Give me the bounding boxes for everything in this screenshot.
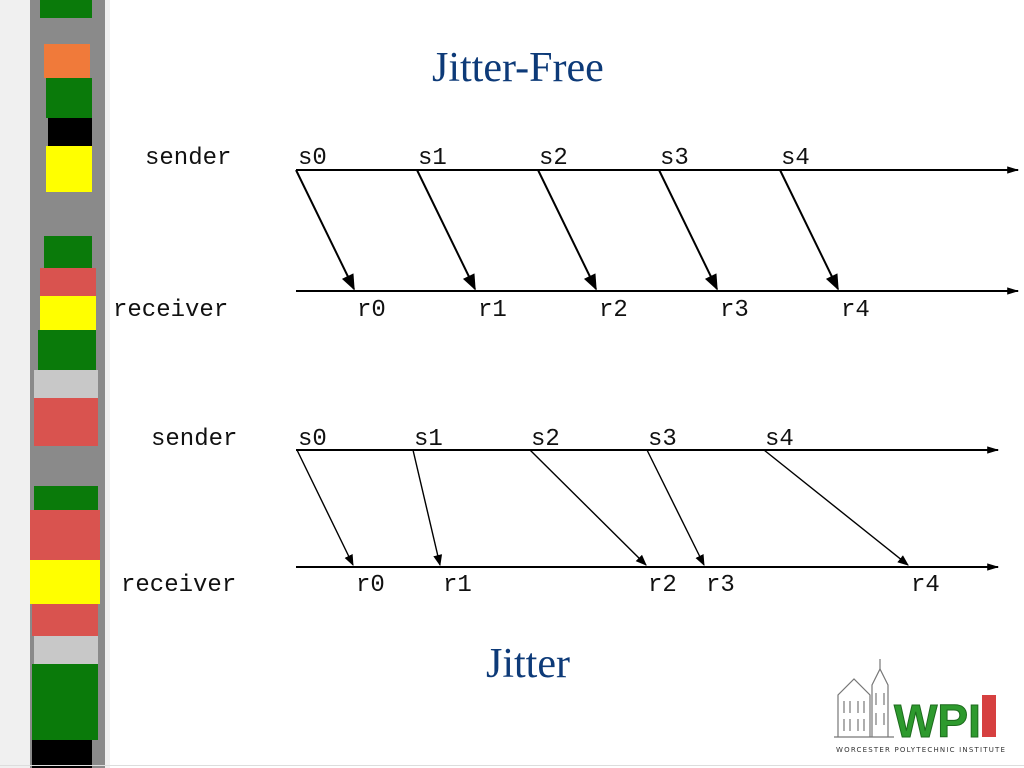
recv-label-r0: r0 (357, 297, 386, 324)
recv-label-r3: r3 (706, 572, 735, 599)
send-label-s3: s3 (660, 145, 689, 172)
packet-arrow-0 (295, 169, 355, 291)
decorative-color-stripe (0, 0, 110, 768)
recv-label-r4: r4 (841, 297, 870, 324)
logo-red-accent (982, 695, 996, 737)
recv-label-r4: r4 (911, 572, 940, 599)
send-label-s4: s4 (781, 145, 810, 172)
packet-arrow-2 (529, 449, 647, 566)
send-label-s1: s1 (414, 426, 443, 453)
sender-label: sender (145, 145, 231, 172)
logo-text: WPI (894, 695, 981, 747)
logo-caption: WORCESTER POLYTECHNIC INSTITUTE (836, 746, 1007, 754)
packet-arrow-3 (646, 449, 705, 567)
send-label-s0: s0 (298, 145, 327, 172)
recv-label-r2: r2 (648, 572, 677, 599)
send-label-s2: s2 (539, 145, 568, 172)
packet-arrow-0 (296, 449, 354, 567)
recv-label-r1: r1 (443, 572, 472, 599)
receiver-label: receiver (121, 572, 236, 599)
recv-label-r2: r2 (599, 297, 628, 324)
receiver-label: receiver (113, 297, 228, 324)
send-label-s1: s1 (418, 145, 447, 172)
send-label-s3: s3 (648, 426, 677, 453)
recv-label-r3: r3 (720, 297, 749, 324)
jitter-free-diagram: sender receiver s0 s1 s2 s3 s4 r0 r1 r2 … (113, 145, 1020, 324)
building-sketch-icon (834, 659, 894, 738)
sender-label: sender (151, 426, 237, 453)
packet-arrow-1 (412, 449, 443, 567)
packet-arrow-4 (763, 449, 909, 566)
send-label-s0: s0 (298, 426, 327, 453)
slide-subtitle-jitter: Jitter (486, 641, 570, 687)
packet-arrow-1 (416, 169, 476, 291)
jitter-diagram: sender receiver s0 s1 s2 s3 s4 r0 r1 r2 … (121, 426, 1000, 599)
packet-arrow-2 (537, 169, 597, 291)
packet-arrow-3 (658, 169, 718, 291)
packet-arrow-4 (779, 169, 839, 291)
wpi-logo: WPI (834, 659, 996, 748)
recv-label-r1: r1 (478, 297, 507, 324)
send-label-s2: s2 (531, 426, 560, 453)
send-label-s4: s4 (765, 426, 794, 453)
slide-bottom-rule (0, 765, 1024, 766)
slide-title-jitter-free: Jitter-Free (432, 45, 604, 91)
recv-label-r0: r0 (356, 572, 385, 599)
